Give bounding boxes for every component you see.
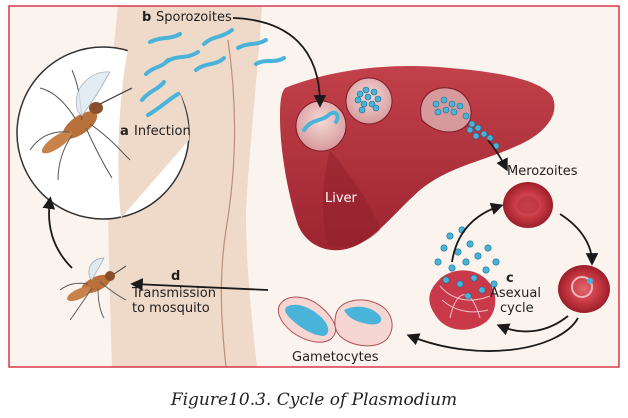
merozoite-release-stream xyxy=(462,112,500,150)
merozoite-dot xyxy=(364,93,372,101)
label-a-letter: a xyxy=(120,124,129,139)
arrow-liver-to-merozoites xyxy=(487,139,508,172)
rbc-ring-stage xyxy=(558,265,610,313)
arrow-burst-to-rbc xyxy=(451,202,504,263)
merozoite-dot xyxy=(434,258,442,266)
merozoite-dot xyxy=(356,90,364,98)
label-asexual: Asexual xyxy=(490,286,541,301)
merozoite-dot xyxy=(434,108,442,116)
merozoite-dot xyxy=(442,276,450,284)
merozoite-dot xyxy=(368,100,376,108)
liver-lobe-shade xyxy=(322,150,380,247)
mosquito-icon xyxy=(29,69,133,181)
arrow-to-mosquito xyxy=(130,278,269,291)
merozoite-dot xyxy=(372,104,380,112)
merozoite-dots-liver xyxy=(354,86,464,116)
merozoite-dot xyxy=(462,112,470,120)
liver-vesicle-sporozoite xyxy=(295,100,347,152)
body-inner-outline xyxy=(220,39,236,368)
arrow-sporozoites-to-liver xyxy=(232,17,327,108)
merozoite-dot xyxy=(358,106,366,114)
merozoite-dot xyxy=(446,232,454,240)
label-d-letter: d xyxy=(171,269,180,284)
merozoite-dot xyxy=(486,134,494,142)
merozoite-dot xyxy=(450,108,458,116)
merozoite-dot xyxy=(470,274,478,282)
merozoite-dot xyxy=(462,258,470,266)
label-cycle: cycle xyxy=(500,301,534,316)
merozoite-dot xyxy=(490,280,498,288)
infection-magnifier xyxy=(16,46,190,220)
merozoite-dot xyxy=(456,102,464,110)
merozoite-dot xyxy=(464,292,472,300)
label-to-mosquito: to mosquito xyxy=(132,301,210,316)
merozoite-dot xyxy=(440,96,448,104)
merozoite-dot xyxy=(492,258,500,266)
merozoite-dot xyxy=(370,88,378,96)
sporozoites-cluster xyxy=(140,28,286,117)
merozoite-dot xyxy=(482,266,490,274)
merozoite-dot xyxy=(432,100,440,108)
label-infection: Infection xyxy=(134,124,191,139)
merozoite-dot xyxy=(354,96,362,104)
label-c-letter: c xyxy=(506,271,514,286)
gametocyte-cell-right xyxy=(334,299,393,347)
label-transmission: Transmission xyxy=(131,286,216,301)
figure-caption: Figure10.3. Cycle of Plasmodium xyxy=(170,390,457,410)
merozoite-dot xyxy=(456,280,464,288)
merozoite-dot xyxy=(478,286,486,294)
mosquito-transmission-icon xyxy=(59,257,127,321)
label-gametocytes: Gametocytes xyxy=(292,350,379,365)
liver-vesicle-schizont xyxy=(345,77,393,125)
merozoite-dot xyxy=(374,95,382,103)
merozoite-dot xyxy=(466,126,474,134)
label-liver: Liver xyxy=(325,191,358,206)
gametocyte-cell-left xyxy=(277,296,336,343)
merozoite-dot xyxy=(484,244,492,252)
arrow-rbc-to-ring xyxy=(559,213,599,266)
merozoite-dot xyxy=(466,240,474,248)
merozoite-dot xyxy=(474,252,482,260)
label-b-letter: b xyxy=(142,10,151,25)
merozoite-dot xyxy=(440,244,448,252)
merozoite-dot xyxy=(468,120,476,128)
label-sporozoites: Sporozoites xyxy=(156,10,232,25)
label-merozoites: Merozoites xyxy=(507,164,578,179)
arrow-ring-to-burst xyxy=(496,315,569,336)
merozoites-burst-cloud xyxy=(434,226,500,300)
merozoite-dot xyxy=(480,130,488,138)
rbc-bursting xyxy=(429,270,496,330)
merozoite-dot xyxy=(448,100,456,108)
merozoite-dot xyxy=(448,264,456,272)
merozoite-dot xyxy=(472,132,480,140)
merozoite-dot xyxy=(454,248,462,256)
arrow-to-gametocytes xyxy=(406,317,579,352)
rbc-merozoite-entry xyxy=(503,182,553,228)
panel-border xyxy=(8,5,620,368)
merozoite-dot xyxy=(362,86,370,94)
arrow-mosquito-to-infection xyxy=(42,196,73,269)
merozoite-dot xyxy=(474,124,482,132)
merozoite-dot xyxy=(442,106,450,114)
merozoite-dot xyxy=(360,100,368,108)
